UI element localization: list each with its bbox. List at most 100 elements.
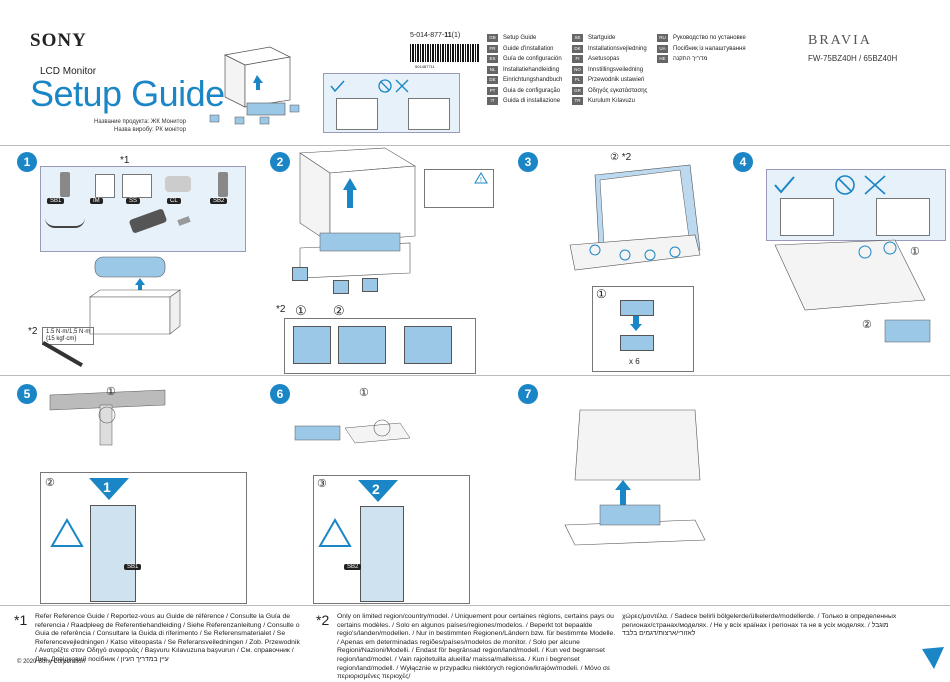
handling-check-icon	[330, 80, 345, 93]
step-7-lift-tv-illustration	[564, 409, 706, 546]
step-5-stand-image	[90, 505, 136, 602]
part-stand-2	[218, 172, 228, 197]
step-6-number: 6	[270, 384, 290, 404]
step-4-sub-2-label: ②	[862, 319, 872, 331]
step-4-tv-illustration	[774, 239, 931, 343]
corner-logo-icon	[922, 647, 944, 669]
footnote-1-text: Refer Reference Guide / Reportez-vous au…	[35, 613, 300, 663]
language-label: Guida di installazione	[503, 98, 561, 105]
language-item-gr: GR Οδηγός εγκατάστασης	[572, 86, 647, 97]
language-code-badge: DE	[487, 76, 498, 85]
step-6-stand-label: SB2	[344, 564, 362, 570]
model-number: FW-75BZ40H / 65BZ40H	[808, 54, 898, 63]
part-screws-bag	[122, 174, 152, 198]
product-name-ua: Назва виробу: РК монітор	[114, 127, 186, 133]
step-3-sub-2-label: ② *2	[610, 152, 631, 163]
language-code-badge: DK	[572, 44, 583, 53]
language-label: Οδηγός εγκατάστασης	[588, 87, 648, 94]
part-label-sb1: SB1	[47, 198, 65, 204]
handling-no-icon	[378, 79, 409, 93]
step-6-sub-1-label: ①	[359, 387, 369, 399]
step-4-sub-1-label: ①	[910, 246, 920, 258]
step-5-marker-number: 1	[103, 479, 111, 495]
part-label-ss: SS	[126, 198, 141, 204]
barcode-number: 501487711	[415, 64, 435, 69]
language-code-badge: ES	[487, 55, 498, 64]
step-6-caution-icon	[318, 517, 352, 547]
step-4-check-icon	[774, 176, 795, 194]
part-label-sb2: SB2	[210, 198, 228, 204]
step-6-marker-number: 2	[372, 481, 380, 497]
language-code-badge: FI	[572, 55, 583, 64]
language-label: Installatiehandleiding	[503, 66, 560, 73]
step-6-stand-attach-illustration	[294, 419, 411, 444]
product-name-ru: Название продукта: ЖК Монитор	[94, 119, 186, 125]
step-5-caution-icon	[50, 517, 84, 547]
language-label: Innstillingsveiledning	[588, 66, 644, 73]
language-code-badge: GR	[572, 86, 583, 95]
step-4-ng-image	[876, 198, 930, 236]
step-3-repeat-count: x 6	[629, 357, 640, 366]
torque-value: 1.5 N·m/1,5 N·m	[46, 329, 91, 335]
part-power-cord	[45, 218, 85, 228]
step-2-sub-2-label: ②	[333, 303, 345, 318]
footnote-2-text-continued: χώρες/μοντέλα. / Sadece belirli bölgeler…	[622, 613, 897, 638]
language-code-badge: GB	[487, 34, 498, 43]
language-label: Startguide	[588, 35, 616, 42]
language-code-badge: NL	[487, 65, 498, 74]
part-label-im: IM	[90, 198, 103, 204]
step-3-clip-bottom	[620, 335, 654, 351]
language-code-badge: SE	[572, 34, 583, 43]
step-2-clip-2	[333, 280, 349, 294]
sony-logo: SONY	[30, 30, 87, 51]
torque-spec-box: 1.5 N·m/1,5 N·m {15 kgf·cm}	[42, 327, 95, 345]
part-cable-holder	[165, 176, 191, 192]
step-1-box-illustration	[89, 256, 181, 335]
warning-icon: !	[474, 172, 488, 184]
step-6-marker-triangle	[358, 480, 398, 502]
step-2-clip-1	[292, 267, 308, 281]
step-1-number: 1	[17, 152, 37, 172]
bravia-logo: BRAVIA	[808, 33, 872, 48]
step-2-lift-box-illustration	[299, 147, 416, 279]
language-label: מדריך התקנה	[673, 56, 708, 63]
step-3-down-arrow	[630, 316, 642, 331]
barcode	[410, 44, 480, 62]
step-5-stand-attach-illustration	[49, 389, 166, 446]
language-label: Guía de configuración	[503, 56, 562, 63]
step-7-number: 7	[518, 384, 538, 404]
language-label: Guide d'installation	[503, 45, 554, 52]
footnote-2-text: Only on limited region/country/model. / …	[337, 613, 616, 681]
footnote-1-marker: *1	[14, 612, 28, 628]
language-code-badge: NO	[572, 65, 583, 74]
part-label-cl: CL	[167, 198, 181, 204]
step-5-sub-1-label: ①	[106, 386, 116, 398]
product-type: LCD Monitor	[40, 66, 97, 77]
step-4-ok-image	[780, 198, 834, 236]
header-unbox-illustration	[209, 46, 300, 125]
step-4-number: 4	[733, 152, 753, 172]
language-label: Setup Guide	[503, 35, 537, 42]
step-3-sub-1-label: ①	[596, 287, 607, 301]
step-5-number: 5	[17, 384, 37, 404]
star-2-marker-step2: *2	[276, 304, 286, 315]
language-code-badge: FR	[487, 44, 498, 53]
middle-divider	[0, 375, 950, 376]
step-3-clip-top	[620, 300, 654, 316]
language-code-badge: TR	[572, 97, 583, 106]
handling-ok-image	[336, 98, 378, 130]
language-item-gb: GB Setup Guide	[487, 33, 562, 44]
star-2-marker-step1: *2	[28, 326, 38, 337]
copyright: © 2020 Sony Corporation	[17, 659, 85, 665]
language-code-badge: UA	[657, 44, 668, 53]
